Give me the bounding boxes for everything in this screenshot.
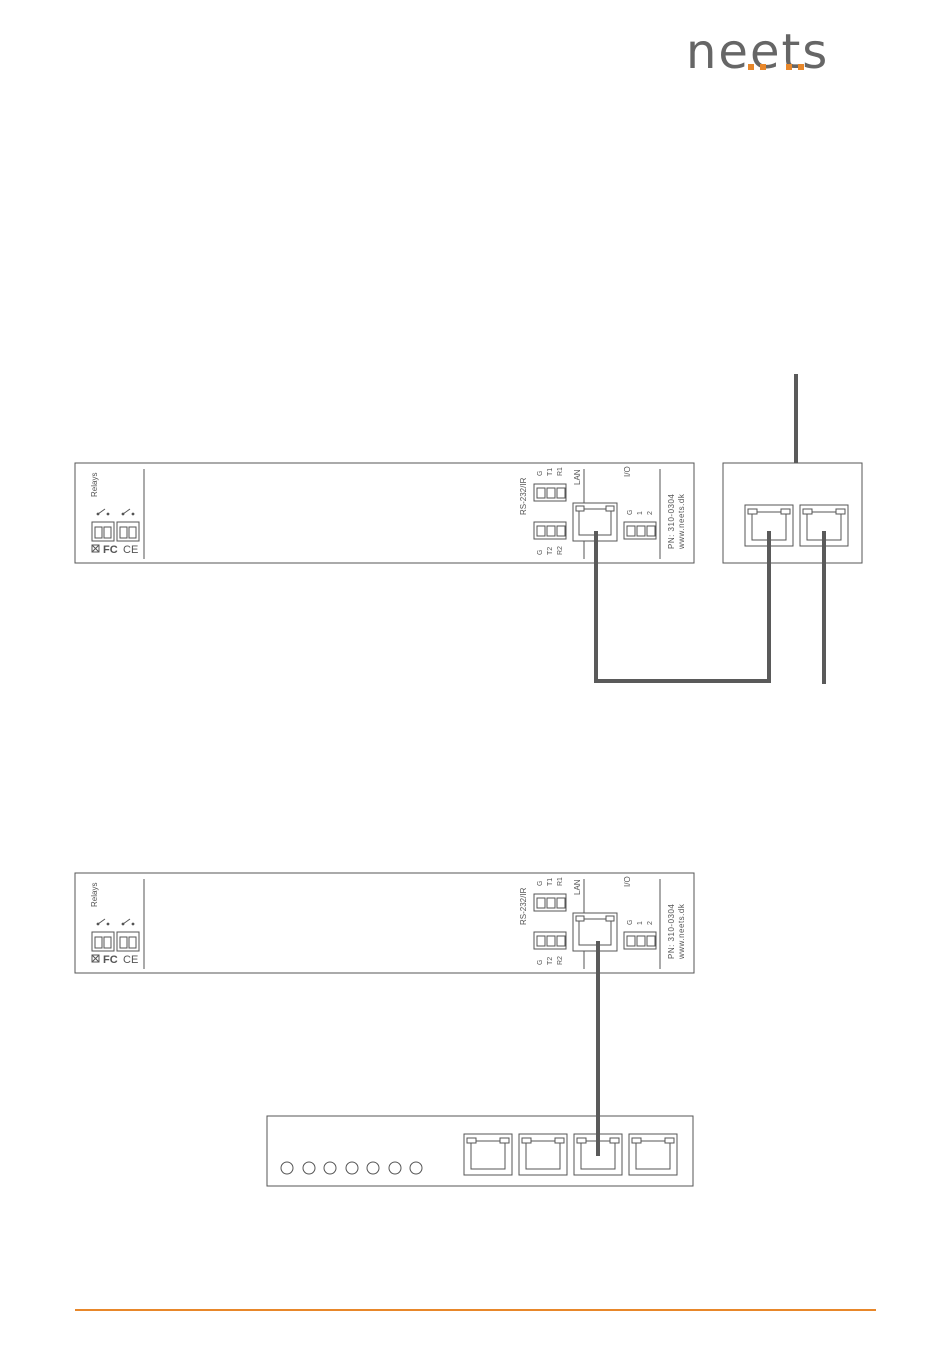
svg-text:G: G xyxy=(627,510,634,515)
svg-text:R2: R2 xyxy=(557,546,564,555)
rs232-label: RS-232/IR xyxy=(519,477,528,515)
io-label: I/O xyxy=(623,876,632,887)
two-port-switch xyxy=(723,463,862,563)
svg-text:R1: R1 xyxy=(557,877,564,886)
io-label: I/O xyxy=(623,466,632,477)
website: www.neets.dk xyxy=(677,493,686,550)
relays-label: Relays xyxy=(90,883,99,907)
svg-text:R1: R1 xyxy=(557,467,564,476)
network-port-1[interactable] xyxy=(464,1134,512,1175)
svg-text:T2: T2 xyxy=(547,547,554,555)
ce-mark: CE xyxy=(123,954,138,966)
svg-text:R2: R2 xyxy=(557,956,564,965)
ce-mark: CE xyxy=(123,544,138,556)
svg-text:G: G xyxy=(627,920,634,925)
svg-text:G: G xyxy=(537,881,544,886)
svg-text:G: G xyxy=(537,550,544,555)
rs232-label: RS-232/IR xyxy=(519,887,528,925)
fcc-mark: FC xyxy=(103,544,118,556)
svg-text:G: G xyxy=(537,960,544,965)
lan-label: LAN xyxy=(573,879,582,895)
lan-port[interactable] xyxy=(573,913,617,951)
controller-unit-bottom: Relays FC CE RS-232/IR G T1 R1 xyxy=(75,873,694,973)
svg-text:T1: T1 xyxy=(547,878,554,886)
svg-text:2: 2 xyxy=(647,921,654,925)
network-port-4[interactable] xyxy=(629,1134,677,1175)
svg-text:1: 1 xyxy=(637,511,644,515)
network-port-2[interactable] xyxy=(519,1134,567,1175)
network-switch xyxy=(267,1116,693,1186)
part-number: PN: 310-0304 xyxy=(667,494,676,549)
relays-label: Relays xyxy=(90,473,99,497)
website: www.neets.dk xyxy=(677,903,686,960)
controller-unit-top: Relays FC CE RS-232/IR G T1 R1 xyxy=(75,463,694,563)
svg-text:T1: T1 xyxy=(547,468,554,476)
lan-label: LAN xyxy=(573,469,582,485)
footer-rule xyxy=(75,1309,876,1311)
fcc-mark: FC xyxy=(103,954,118,966)
part-number: PN: 310-0304 xyxy=(667,904,676,959)
svg-text:T2: T2 xyxy=(547,957,554,965)
svg-text:2: 2 xyxy=(647,511,654,515)
svg-text:1: 1 xyxy=(637,921,644,925)
svg-text:G: G xyxy=(537,471,544,476)
